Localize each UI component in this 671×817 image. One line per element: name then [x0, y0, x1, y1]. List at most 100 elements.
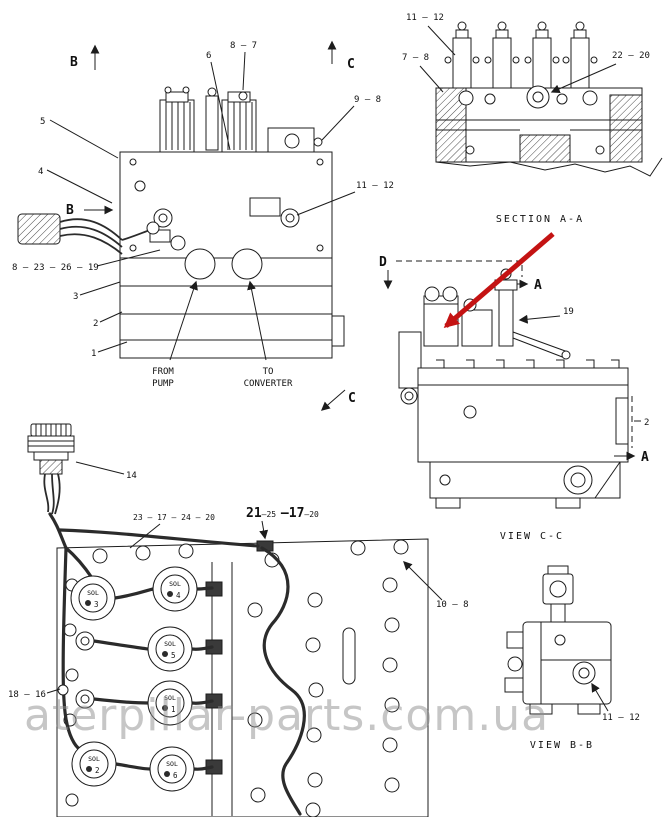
leader-line [46, 169, 113, 204]
callout-7-8: 7 – 8 [402, 53, 429, 63]
leader-line [75, 461, 125, 475]
from-pump-label-2: PUMP [152, 379, 174, 389]
section-aa-title: SECTION A-A [496, 214, 584, 225]
callout-11-12: 11 – 12 [406, 13, 444, 23]
harness-connector [17, 213, 160, 255]
callout-21-25-17-20: 21–25 –17–20 [246, 506, 319, 521]
section-marker-d: D [379, 255, 387, 270]
plate-connector [27, 423, 75, 515]
leader-line [97, 341, 128, 353]
torn-edge [435, 157, 663, 177]
leader-line [419, 65, 444, 93]
leader-line [129, 523, 161, 549]
view-bb: 11 – 12 VIEW B-B [504, 565, 640, 751]
solenoid-sol3: SOL 3 [70, 575, 116, 621]
plate-outline [56, 538, 429, 817]
main-assembly-view: B B C C [12, 40, 394, 411]
solenoid-sol1: SOL 1 [147, 680, 193, 726]
valve-body-block [119, 151, 345, 359]
callout-14: 14 [126, 471, 137, 481]
wiring-harness [48, 512, 306, 816]
solenoid-sol2: SOL 2 [71, 741, 117, 787]
main-assembly-callouts: 5 4 6 8 – 7 9 – 8 11 – 12 8 – 23 – 26 – … [12, 41, 394, 359]
to-converter-arrow [247, 280, 267, 361]
to-converter-label-1: TO [263, 367, 274, 377]
red-pointer-arrow [443, 232, 555, 328]
pump-assembly [398, 268, 629, 509]
section-marker-a-bottom: A [641, 450, 649, 465]
view-cc: D A [379, 232, 649, 542]
section-aa-callouts: 11 – 12 7 – 8 22 – 20 [402, 13, 650, 94]
callout-18-16: 18 – 16 [8, 690, 46, 700]
callout-1: 1 [91, 349, 96, 359]
watermark: aterpillar-parts.com.ua [24, 690, 549, 741]
section-marker-c-bottom: C [348, 391, 356, 406]
callout-11-12: 11 – 12 [602, 713, 640, 723]
section-marker-b-top: B [70, 55, 78, 70]
leader-line [99, 311, 123, 323]
leader-line [321, 105, 355, 141]
sol-label: SOL [166, 760, 178, 768]
leader-line [427, 25, 456, 56]
leader-line [242, 51, 246, 91]
sol-label: SOL [87, 589, 99, 597]
converter-port [231, 248, 263, 280]
from-pump-arrow [169, 280, 198, 361]
elbow-fitting [170, 235, 186, 251]
flow-labels: FROM PUMP TO CONVERTER [152, 280, 293, 389]
sol-number: 5 [171, 651, 176, 660]
leader-line [210, 61, 231, 151]
valve-plate-callouts: 14 23 – 17 – 24 – 20 21–25 –17–20 10 – 8… [8, 461, 469, 700]
leader-line [49, 119, 119, 159]
callout-19: 19 [563, 307, 574, 317]
callout-8-23-26-19: 8 – 23 – 26 – 19 [12, 263, 99, 273]
leader-line [403, 561, 443, 601]
solenoid-sol6: SOL 6 [149, 746, 195, 792]
sol-label: SOL [169, 580, 181, 588]
section-aa-view: 11 – 12 7 – 8 22 – 20 SECTION A-A [402, 13, 663, 225]
leader-line [296, 191, 356, 216]
view-cc-title: VIEW C-C [500, 531, 564, 542]
callout-10-8: 10 – 8 [436, 600, 469, 610]
sol-number: 2 [95, 766, 100, 775]
slot-hole [342, 627, 356, 685]
sol-label: SOL [88, 755, 100, 763]
solenoid-sol4: SOL 4 [152, 566, 198, 612]
sol-number: 4 [176, 591, 181, 600]
pump-port [184, 248, 216, 280]
callout-11-12: 11 – 12 [356, 181, 394, 191]
leader-line [259, 520, 269, 540]
callout-3: 3 [73, 292, 78, 302]
valve-plate-view: SOL 3 SOL 4 SOL 5 SOL 1 SOL 2 [8, 423, 469, 817]
leader-line [591, 682, 609, 712]
callout-8-7: 8 – 7 [230, 41, 257, 51]
view-bb-title: VIEW B-B [530, 740, 594, 751]
sol-number: 1 [171, 705, 176, 714]
callout-23-17-24-20: 23 – 17 – 24 – 20 [133, 513, 215, 522]
sol-label: SOL [164, 694, 176, 702]
callout-6: 6 [206, 51, 211, 61]
sol-label: SOL [164, 640, 176, 648]
sol-number: 6 [173, 771, 178, 780]
callout-22-20: 22 – 20 [612, 51, 650, 61]
callout-9-8: 9 – 8 [354, 95, 381, 105]
section-base-block [435, 85, 663, 177]
callout-4: 4 [38, 167, 43, 177]
callout-5: 5 [40, 117, 45, 127]
section-arrow-c-bottom [320, 389, 346, 411]
leader-line [96, 249, 161, 267]
leader-line [518, 314, 561, 324]
view-bb-assembly [504, 565, 612, 715]
view-cc-callouts: 19 2 A [518, 307, 649, 465]
leader-line [550, 63, 617, 94]
section-marker-b-side: B [66, 203, 74, 218]
solenoid-sol5: SOL 5 [147, 626, 193, 672]
callout-2: 2 [644, 418, 649, 428]
from-pump-label-1: FROM [152, 367, 174, 377]
section-marker-a-top: A [534, 278, 542, 293]
leader-line [46, 688, 61, 694]
sol-number: 3 [94, 600, 99, 609]
to-converter-label-2: CONVERTER [244, 379, 293, 389]
